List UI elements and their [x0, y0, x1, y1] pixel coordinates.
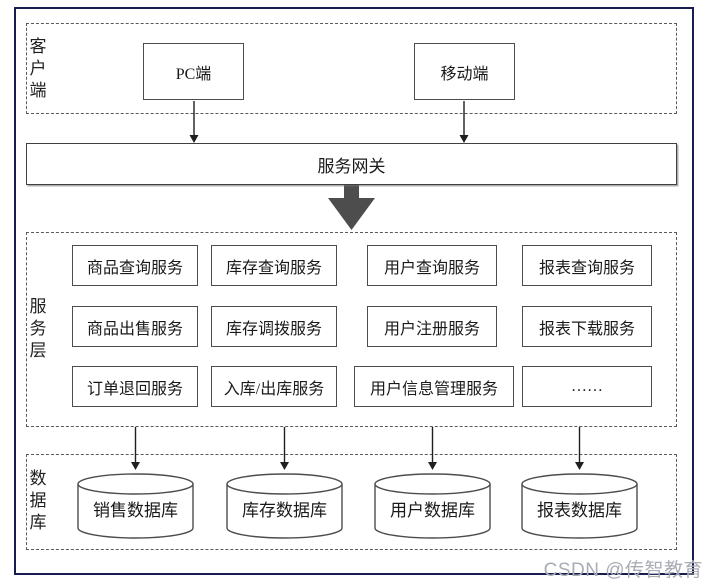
service-box-more-ellipsis: …… — [522, 366, 652, 407]
service-box-stock-transfer: 库存调拨服务 — [211, 306, 337, 347]
service-layer-box — [26, 232, 677, 427]
mobile-client-node: 移动端 — [414, 43, 515, 100]
report-db-label: 报表数据库 — [537, 501, 622, 520]
database-layer-box — [26, 454, 677, 550]
service-box-order-return: 订单退回服务 — [72, 366, 198, 407]
sales-db-label: 销售数据库 — [93, 501, 178, 520]
service-box-stock-query: 库存查询服务 — [211, 245, 337, 286]
database-layer-label: 数据库 — [29, 469, 47, 532]
service-layer-label: 服务层 — [29, 297, 47, 360]
client-layer-box — [26, 23, 677, 114]
service-box-goods-query: 商品查询服务 — [72, 245, 198, 286]
client-layer-label: 客户端 — [29, 37, 47, 100]
service-box-report-query: 报表查询服务 — [522, 245, 652, 286]
service-box-user-register: 用户注册服务 — [367, 306, 497, 347]
stock-db-label: 库存数据库 — [242, 501, 327, 520]
pc-client-node: PC端 — [143, 43, 244, 100]
service-box-goods-sale: 商品出售服务 — [72, 306, 198, 347]
service-box-report-download: 报表下载服务 — [522, 306, 652, 347]
service-gateway-bar: 服务网关 — [26, 143, 677, 185]
user-db-label: 用户数据库 — [390, 501, 475, 520]
service-box-inbound-outbound: 入库/出库服务 — [211, 366, 337, 407]
csdn-watermark: CSDN @传智教育 — [543, 560, 703, 581]
diagram-outer-frame — [14, 7, 694, 575]
service-box-user-query: 用户查询服务 — [367, 245, 497, 286]
service-box-user-info-mgmt: 用户信息管理服务 — [354, 366, 514, 407]
